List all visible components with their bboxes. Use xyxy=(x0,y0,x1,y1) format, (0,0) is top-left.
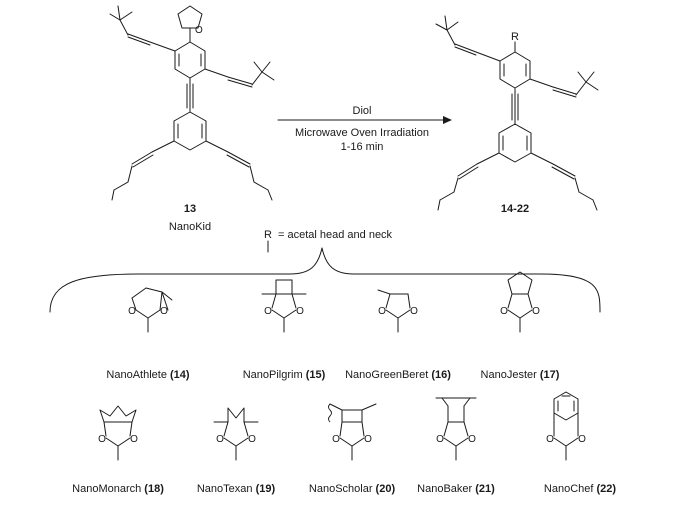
oxygen-atom-label: O xyxy=(332,434,340,445)
head-label-20: NanoScholar (20) xyxy=(309,483,396,495)
head-label-19: NanoTexan (19) xyxy=(197,483,276,495)
r-definition-text: = acetal head and neck xyxy=(278,229,393,241)
oxygen-atom-label: O xyxy=(128,306,136,317)
head-structure-16: O O xyxy=(377,289,418,333)
oxygen-atom-label: O xyxy=(296,306,304,317)
reactant-molecule: O xyxy=(109,5,275,201)
arrow-head xyxy=(443,116,452,124)
head-structure-21: O O xyxy=(435,397,477,461)
product-number: 14-22 xyxy=(501,203,529,215)
oxygen-atom-label: O xyxy=(500,306,508,317)
oxygen-atom-label: O xyxy=(410,306,418,317)
head-label-21: NanoBaker (21) xyxy=(417,483,495,495)
r-definition-symbol: R xyxy=(264,229,272,241)
oxygen-atom-label: O xyxy=(195,25,203,36)
head-label-17: NanoJester (17) xyxy=(481,369,560,381)
r-substituent: R xyxy=(511,31,519,43)
oxygen-atom-label: O xyxy=(378,306,386,317)
head-label-22: NanoChef (22) xyxy=(544,483,617,495)
head-structure-20: O O xyxy=(328,403,377,461)
conditions-line-1: Microwave Oven Irradiation xyxy=(295,127,429,139)
head-structure-19: O O xyxy=(213,407,259,461)
head-structure-15: O O xyxy=(261,279,307,333)
grouping-brace xyxy=(49,247,601,313)
head-label-18: NanoMonarch (18) xyxy=(72,483,164,495)
reagent-label: Diol xyxy=(353,105,372,117)
head-structure-18: O O xyxy=(98,405,138,461)
head-label-15: NanoPilgrim (15) xyxy=(243,369,326,381)
head-structure-17: O O xyxy=(500,271,540,333)
oxygen-atom-label: O xyxy=(130,434,138,445)
oxygen-atom-label: O xyxy=(532,306,540,317)
oxygen-atom-label: O xyxy=(248,434,256,445)
oxygen-atom-label: O xyxy=(436,434,444,445)
reactant-name: NanoKid xyxy=(169,221,211,233)
oxygen-atom-label: O xyxy=(578,434,586,445)
oxygen-atom-label: O xyxy=(160,306,168,317)
oxygen-atom-label: O xyxy=(264,306,272,317)
reactant-number: 13 xyxy=(184,203,196,215)
oxygen-atom-label: O xyxy=(98,434,106,445)
oxygen-atom-label: O xyxy=(364,434,372,445)
head-structure-14: O O xyxy=(128,287,173,333)
product-molecule: R xyxy=(435,15,599,211)
oxygen-atom-label: O xyxy=(546,434,554,445)
head-label-14: NanoAthlete (14) xyxy=(106,369,190,381)
oxygen-atom-label: O xyxy=(216,434,224,445)
conditions-line-2: 1-16 min xyxy=(341,141,384,153)
head-label-16: NanoGreenBeret (16) xyxy=(345,369,451,381)
head-structure-22: O O xyxy=(546,391,586,461)
oxygen-atom-label: O xyxy=(468,434,476,445)
